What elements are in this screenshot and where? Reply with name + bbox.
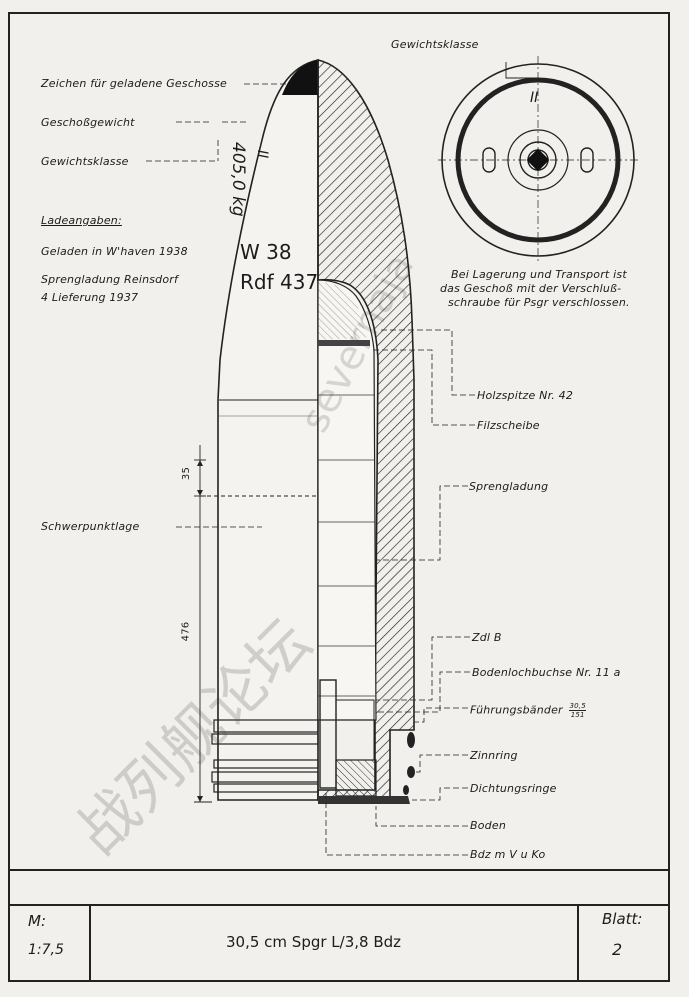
label-base: Boden bbox=[470, 819, 506, 832]
drawing-sheet bbox=[8, 12, 670, 982]
label-seal-rings: Dichtungsringe bbox=[470, 782, 557, 795]
label-tin-ring: Zinnring bbox=[470, 749, 518, 762]
drawing-title: 30,5 cm Spgr L/3,8 Bdz bbox=[226, 933, 402, 951]
label-wood-tip: Holzspitze Nr. 42 bbox=[477, 389, 574, 402]
label-weight-class-right: Gewichtsklasse bbox=[391, 38, 479, 51]
dim-lower: 476 bbox=[180, 621, 192, 642]
label-charge-line2: 4 Lieferung 1937 bbox=[41, 291, 139, 304]
label-zdl: Zdl B bbox=[472, 631, 502, 644]
dim-upper: 35 bbox=[181, 466, 193, 481]
label-cg: Schwerpunktlage bbox=[41, 520, 140, 533]
label-weight-class: Gewichtsklasse bbox=[41, 155, 129, 168]
label-fuze: Bdz m V u Ko bbox=[470, 848, 546, 861]
bands-text: Führungsbänder bbox=[470, 703, 563, 717]
scale-value: 1:7,5 bbox=[28, 942, 64, 958]
note-line3: schraube für Psgr verschlossen. bbox=[448, 296, 630, 309]
station-marking: W 38 bbox=[240, 240, 292, 264]
label-loading-header: Ladeangaben: bbox=[41, 214, 122, 227]
label-charge: Sprengladung bbox=[469, 480, 549, 493]
shell-wall-section bbox=[317, 59, 415, 801]
nose-marking bbox=[282, 60, 318, 95]
lot-marking: Rdf 437 bbox=[240, 270, 319, 294]
sheet-label: Blatt: bbox=[602, 910, 643, 928]
scale-label: M: bbox=[28, 912, 46, 930]
bands-numerator: 30,5 bbox=[569, 702, 586, 711]
class-marking: II bbox=[254, 150, 270, 159]
circle-class-marking: II bbox=[530, 90, 539, 106]
label-loaded: Geladen in W'haven 1938 bbox=[41, 245, 188, 258]
label-marking: Zeichen für geladene Geschosse bbox=[41, 77, 228, 90]
shell-outline-left bbox=[217, 59, 319, 801]
base-view bbox=[438, 56, 638, 262]
label-charge-line1: Sprengladung Reinsdorf bbox=[41, 273, 179, 286]
label-base-bush: Bodenlochbuchse Nr. 11 a bbox=[472, 666, 621, 679]
note-line2: das Geschoß mit der Verschluß- bbox=[440, 282, 622, 295]
label-bands: Führungsbänder 30,5 151 bbox=[470, 702, 586, 719]
note-line1: Bei Lagerung und Transport ist bbox=[451, 268, 627, 281]
weight-marking: 405,0 kg bbox=[228, 142, 248, 217]
bands-fraction: 30,5 151 bbox=[569, 702, 586, 719]
sheet-value: 2 bbox=[612, 940, 623, 959]
bands-denominator: 151 bbox=[570, 711, 585, 719]
label-weight: Geschoßgewicht bbox=[41, 116, 135, 129]
label-felt-disc: Filzscheibe bbox=[477, 419, 540, 432]
